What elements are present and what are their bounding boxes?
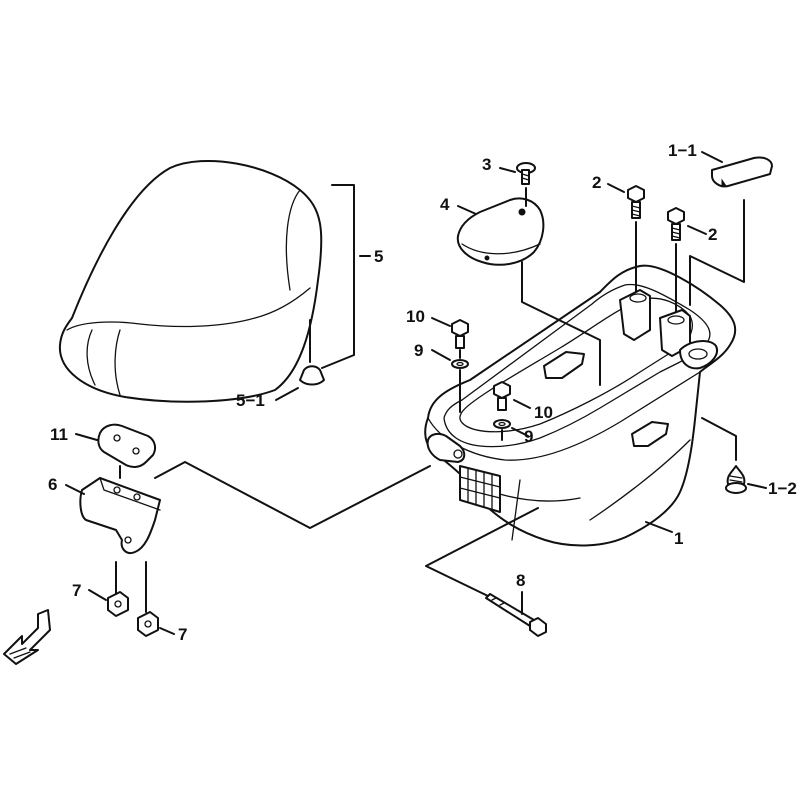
washer-9-lower [493,419,511,429]
callout-9-upper: 9 [414,341,423,360]
callout-1: 1 [674,529,683,548]
bolt-10-lower [493,381,511,411]
inner-cover [456,197,545,266]
leader-hinge-to-box [154,461,431,529]
leader-11 [75,433,98,441]
leader-4 [457,205,477,215]
seat-bumper [299,365,325,386]
callout-8: 8 [516,571,525,590]
callout-2-left: 2 [592,173,601,192]
callout-3: 3 [482,155,491,174]
helmet-box [424,264,737,547]
screw [516,162,536,185]
callout-9-lower: 9 [524,427,533,446]
callout-5-1: 5−1 [236,391,265,410]
bolt-10-upper [451,319,469,349]
callout-11: 11 [50,425,68,444]
leader-1-2 [747,483,767,489]
leader-1-1 [701,151,723,163]
small-lid [711,156,773,188]
long-bolt [485,593,547,637]
leader-1 [645,521,673,533]
front-direction-arrow-icon [3,609,51,665]
leader-9-upper [431,349,451,361]
callout-2-right: 2 [708,225,717,244]
seat-hinge-bracket [79,477,161,554]
callout-1-2: 1−2 [768,479,797,498]
nut-right [137,611,159,637]
callout-7-left: 7 [72,581,81,600]
bolt-left [627,185,645,219]
leader-5-1 [275,387,299,401]
leader-5-bracket [321,184,355,369]
seat [58,160,323,403]
callout-10-lower: 10 [534,403,553,422]
leader-2-left [607,183,625,193]
callout-4: 4 [440,195,450,214]
callout-6: 6 [48,475,57,494]
hinge-plate [97,423,157,468]
callout-7-right: 7 [178,625,187,644]
push-clip [725,465,747,494]
leader-8-to-box [425,507,539,597]
nut-left [107,591,129,617]
leader-9-lower [511,427,529,437]
leader-7-right [159,627,175,635]
callout-10-upper: 10 [406,307,425,326]
leader-3 [499,167,516,173]
callout-5: 5 [374,247,383,266]
leader-1-1-bracket [689,199,745,306]
leader-7-left [88,589,107,601]
leader-2-right [687,225,707,235]
washer-9-upper [451,359,469,369]
callout-1-1: 1−1 [668,141,697,160]
leader-10-lower [513,399,531,409]
leader-1-2-bracket [701,417,737,461]
leader-6 [65,484,85,495]
bolt-right [667,207,685,241]
box-vent-grille [459,465,501,513]
leader-4-to-box [521,261,601,386]
leader-10-upper [431,317,451,327]
